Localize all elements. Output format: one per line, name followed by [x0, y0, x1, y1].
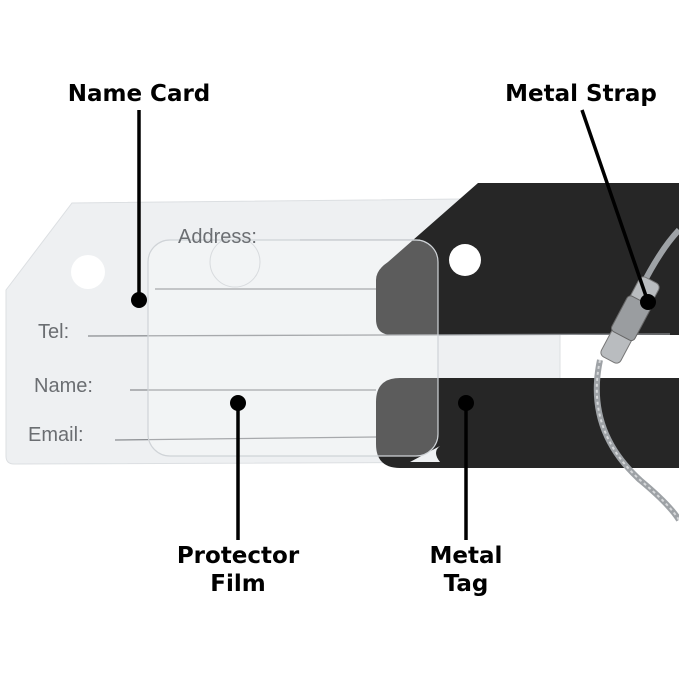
metal-tag-upper	[376, 183, 679, 335]
tel-label: Tel:	[38, 321, 69, 343]
metal-strap-callout: Metal Strap	[505, 81, 657, 107]
metal-tag-dot	[458, 395, 474, 411]
metal-tag-hole	[449, 244, 481, 276]
metal-strap-dot	[640, 294, 656, 310]
card-hole	[71, 255, 105, 289]
metal-tag-callout-line2: Tag	[444, 571, 489, 597]
address-label: Address:	[178, 226, 257, 248]
film-hole	[209, 236, 261, 288]
callout-lines	[137, 109, 650, 540]
card-field-lines	[87, 239, 671, 441]
protector-film	[147, 239, 439, 457]
protector-film-callout-line2: Film	[210, 571, 265, 597]
name-label: Name:	[34, 375, 93, 397]
email-label: Email:	[28, 424, 84, 446]
name-card-callout: Name Card	[68, 81, 211, 107]
metal-tag-callout-line1: Metal	[430, 543, 503, 569]
protector-film-callout-line1: Protector	[177, 543, 300, 569]
name-card-dot	[131, 292, 147, 308]
metal-tag-lower	[376, 378, 679, 468]
protector-film-dot	[230, 395, 246, 411]
